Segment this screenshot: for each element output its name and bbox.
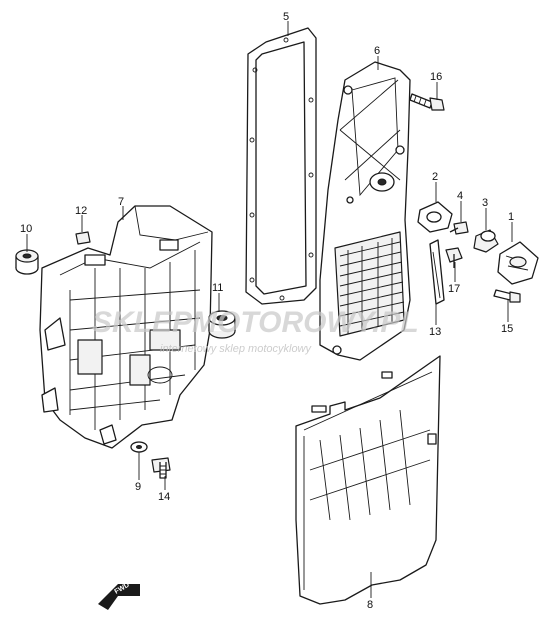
callout-4: 4 (457, 190, 463, 202)
watermark: SKLEPMOTOROWY.PL internetowy sklep motoc… (92, 306, 419, 355)
leader-lines (26, 21, 513, 598)
cushion-part-11 (208, 310, 236, 339)
callout-17: 17 (448, 283, 460, 295)
clamp-part-13 (429, 239, 445, 305)
cap-part-3 (473, 229, 499, 253)
clip-part-12 (75, 231, 91, 245)
grommet-part-10 (15, 249, 39, 275)
bolt-part-15 (493, 289, 521, 303)
callout-8: 8 (367, 599, 373, 611)
callout-15: 15 (501, 323, 513, 335)
callout-9: 9 (135, 481, 141, 493)
callout-5: 5 (283, 11, 289, 23)
washer-part-9 (130, 441, 148, 453)
callout-1: 1 (508, 211, 514, 223)
callout-7: 7 (118, 196, 124, 208)
callout-14: 14 (158, 491, 170, 503)
bolt-part-14 (151, 457, 171, 479)
bolt-part-16 (409, 93, 445, 111)
callout-3: 3 (482, 197, 488, 209)
bolt-part-4 (449, 221, 469, 235)
watermark-main: SKLEPMOTOROWY.PL (92, 306, 419, 339)
fwd-arrow-icon: FWD (98, 582, 140, 610)
callout-12: 12 (75, 205, 87, 217)
callout-10: 10 (20, 223, 32, 235)
watermark-sub: internetowy sklep motocyklowy (160, 343, 313, 355)
base-plate-part-6 (319, 61, 411, 361)
callout-2: 2 (432, 171, 438, 183)
housing-part-7 (39, 205, 213, 449)
small-gasket-part-2 (417, 201, 453, 233)
callouts: 5 6 16 7 12 10 11 9 14 8 2 4 3 1 17 13 1… (20, 11, 514, 611)
callout-16: 16 (430, 71, 442, 83)
gasket-part-5 (245, 27, 317, 305)
screw-part-17 (445, 247, 463, 268)
callout-13: 13 (429, 326, 441, 338)
connector-part-1 (497, 241, 539, 285)
cover-part-8 (295, 355, 441, 605)
callout-6: 6 (374, 45, 380, 57)
callout-11: 11 (212, 282, 223, 294)
